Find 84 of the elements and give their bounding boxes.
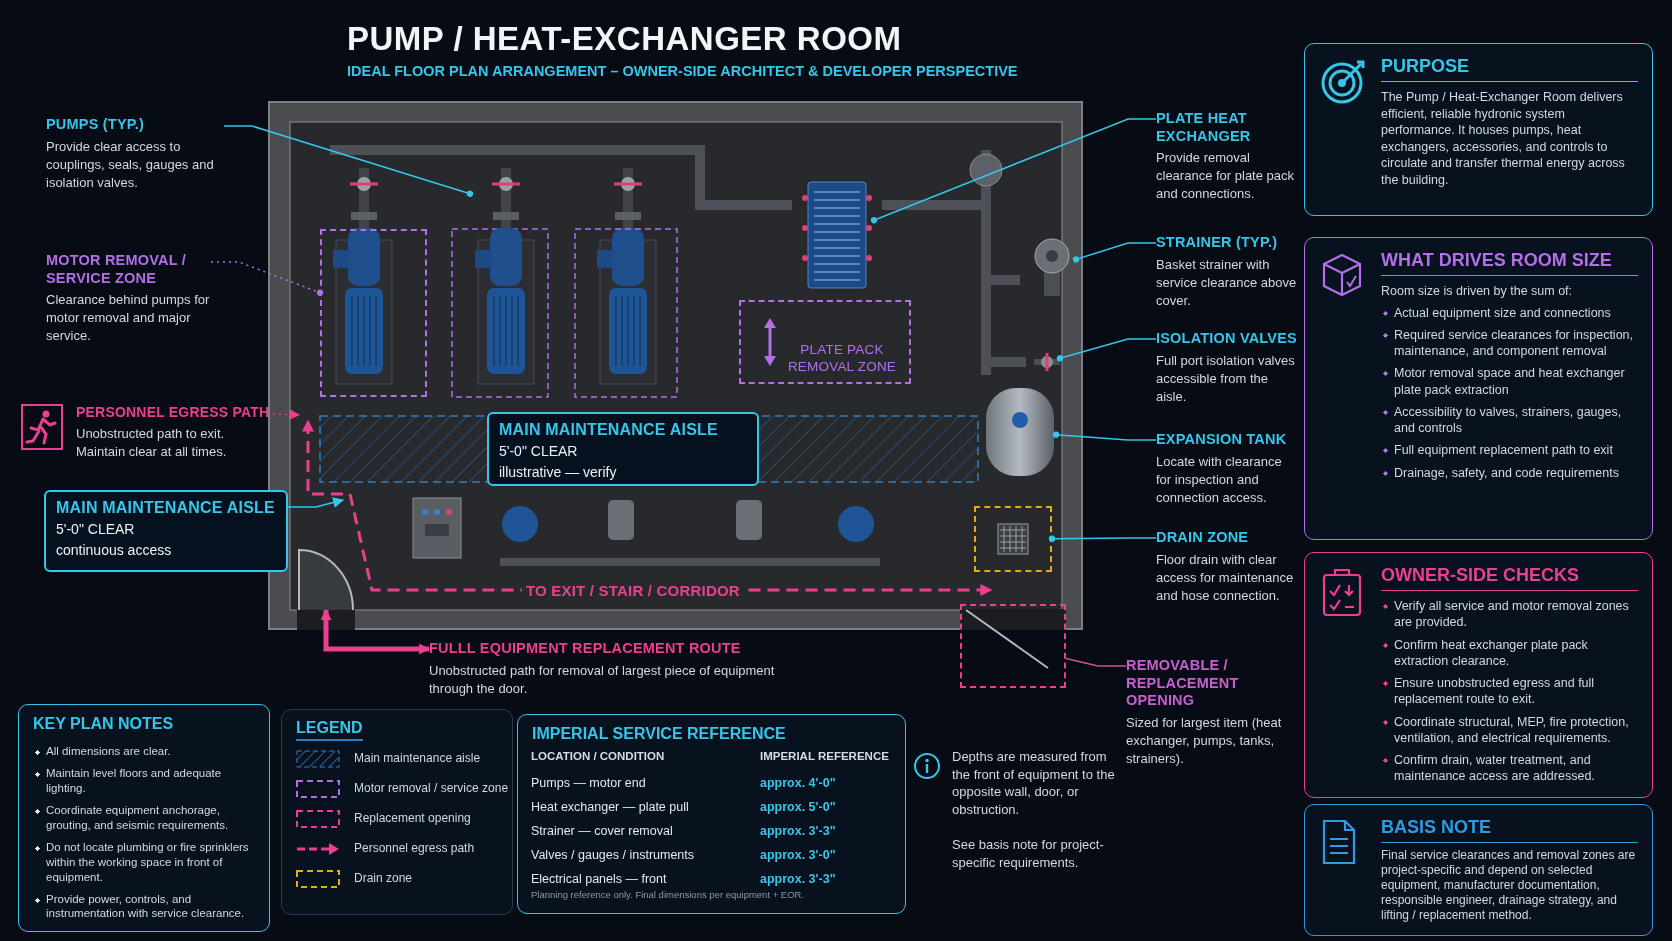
info-panel [1304,804,1653,936]
dotted-leader-line [272,409,301,421]
leader-line [287,497,345,508]
table-cell: Strainer — cover removal [531,824,673,838]
leader-line [1048,535,1157,542]
panel-text: Final service clearances and removal zones are project-specific and depend on selected equipment, manufacturer documentation, responsible engineer, drainage strategy, and lifting / replacement method. [1381,848,1637,923]
legend-text: Personnel egress path [354,841,475,855]
box-text: continuous access [56,540,173,560]
panel-heading: WHAT DRIVES ROOM SIZE [1381,250,1638,276]
panel-text: Room size is driven by the sum of: [1381,283,1574,300]
callout-text: Clearance behind pumps for motor removal and major service. [46,291,211,346]
panel-heading: KEY PLAN NOTES [33,715,175,734]
table-cell: Valves / gauges / instruments [531,848,695,862]
table-cell: Electrical panels — front [531,872,667,886]
legend-text: Replacement opening [354,811,471,825]
box-heading: MAIN MAINTENANCE AISLE [499,420,719,440]
info-panel [1304,552,1653,798]
note-text: See basis note for project-specific requirements. [952,836,1105,872]
table-cell: Heat exchanger — plate pull [531,800,689,814]
aisle-label-box [487,412,759,486]
leader-line [870,118,1157,224]
box-heading: MAIN MAINTENANCE AISLE [56,498,276,518]
replacement-opening [960,604,1066,688]
leader-line [1056,338,1157,362]
plate-pack-removal-zone [739,300,911,384]
callout-text: Floor drain with clear access for maintenance and hose connection. [1156,550,1295,605]
leader-line [1052,431,1157,441]
callout-text: Locate with clearance for inspection and connection access. [1156,452,1283,507]
callout-text: Unobstructed path for removal of largest piece of equipment through the door. [429,661,776,698]
footnote: Planning reference only. Final dimensions per equipment + EOR. [531,889,805,900]
aisle-label-box [44,490,288,572]
legend-text: Drain zone [354,871,413,885]
callout-heading: ISOLATION VALVES [1156,330,1298,348]
table-cell: approx. 3'-0" [760,848,836,862]
box-text: illustrative — verify [499,462,618,482]
box-text: 5'-0" CLEAR [499,441,579,461]
table-cell: approx. 3'-3" [760,824,836,838]
leader-line [1072,242,1157,263]
callout-heading: DRAIN ZONE [1156,529,1250,547]
callout-text: Basket strainer with service clearance above cover. [1156,255,1298,310]
subtitle: IDEAL FLOOR PLAN ARRANGEMENT – OWNER-SIDE ARCHITECT & DEVELOPER PERSPECTIVE [347,63,1018,79]
callout-heading: FULLL EQUIPMENT REPLACEMENT ROUTE [429,640,742,658]
callout-text: Unobstructed path to exit. Maintain clear at all times. [76,425,228,461]
panel-heading: BASIS NOTE [1381,817,1638,843]
heat-exchanger-drawing [800,178,874,292]
dotted-leader-line [210,261,324,296]
info-panel [517,714,906,914]
route-arrow [320,608,431,655]
zone-label: PLATE PACK REMOVAL ZONE [786,340,898,376]
callout-text: Full port isolation valves accessible from the aisle. [1156,351,1296,406]
callout-heading: REMOVABLE / REPLACEMENT OPENING [1126,657,1240,711]
table-header: LOCATION / CONDITION [531,750,665,762]
table-header: IMPERIAL REFERENCE [760,750,889,762]
motor-removal-zone [320,229,427,397]
leader-line [223,125,474,197]
panel-heading: IMPERIAL SERVICE REFERENCE [532,725,787,744]
box-text: 5'-0" CLEAR [56,519,136,539]
legend-text: Motor removal / service zone [354,781,509,795]
info-panel [18,704,270,932]
info-panel [1304,237,1653,540]
title: PUMP / HEAT-EXCHANGER ROOM [347,20,902,58]
callout-heading: PUMPS (TYP.) [46,116,145,134]
callout-heading: PERSONNEL EGRESS PATH [76,404,271,422]
table-cell: approx. 4'-0" [760,776,836,790]
note-text: Depths are measured from the front of equipment to the opposite wall, door, or obstruction. [952,748,1116,819]
callout-heading: PLATE HEAT EXCHANGER [1156,110,1252,146]
callout-heading: STRAINER (TYP.) [1156,234,1279,252]
callout-heading: EXPANSION TANK [1156,431,1288,449]
drain-zone [974,506,1052,572]
panel-text: The Pump / Heat-Exchanger Room delivers efficient, reliable hydronic system performance. It houses pumps, heat exchangers, accessories, and controls to circulate and transfer thermal energy across the building. [1381,89,1626,188]
callout-text: Provide clear access to couplings, seals, gauges and isolation valves. [46,137,215,192]
callout-text: Sized for largest item (heat exchanger, pumps, tanks, strainers). [1126,714,1283,768]
info-panel [1304,43,1653,216]
legend-text: Main maintenance aisle [354,751,481,765]
callout-heading: MOTOR REMOVAL / SERVICE ZONE [46,252,187,288]
panel-heading: PURPOSE [1381,56,1638,82]
leader-line [1065,657,1127,667]
table-cell: Pumps — motor end [531,776,646,790]
table-cell: approx. 5'-0" [760,800,836,814]
callout-text: Provide removal clearance for plate pack and connections. [1156,149,1296,204]
door-swing-drawing [297,548,355,610]
panel-heading: OWNER-SIDE CHECKS [1381,565,1638,591]
valve-drawing [1034,352,1060,372]
table-cell: approx. 3'-3" [760,872,836,886]
